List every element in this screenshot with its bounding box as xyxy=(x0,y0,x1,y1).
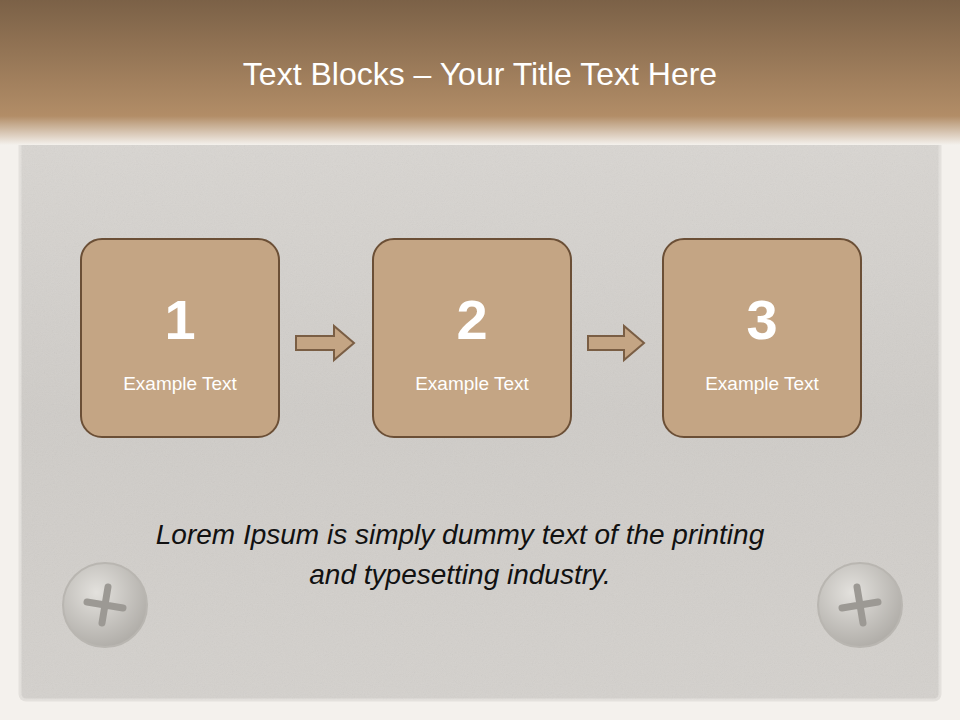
step-number: 1 xyxy=(164,290,195,350)
slide-title: Text Blocks – Your Title Text Here xyxy=(0,52,960,96)
block-arrow xyxy=(588,326,644,360)
caption-text: Lorem Ipsum is simply dummy text of the … xyxy=(140,515,780,595)
screw xyxy=(63,563,147,647)
step-label: Example Text xyxy=(123,372,237,396)
metal-texture xyxy=(20,126,940,700)
step-label: Example Text xyxy=(705,372,819,396)
step-label: Example Text xyxy=(415,372,529,396)
step-box: 3Example Text xyxy=(662,238,862,438)
metal-plate xyxy=(20,126,940,700)
title-band xyxy=(0,0,960,145)
step-number: 2 xyxy=(456,290,487,350)
step-box: 1Example Text xyxy=(80,238,280,438)
step-box: 2Example Text xyxy=(372,238,572,438)
step-number: 3 xyxy=(746,290,777,350)
block-arrow xyxy=(296,326,354,360)
screw xyxy=(818,563,902,647)
